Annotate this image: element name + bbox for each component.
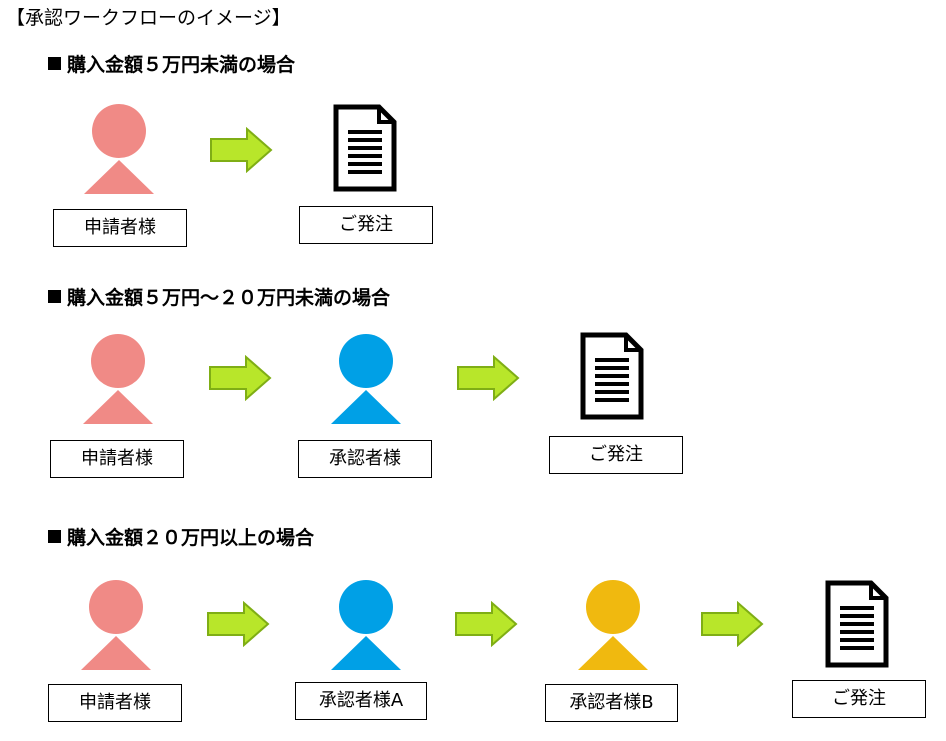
applicant-person-icon [81,580,151,670]
arrow-right-icon [208,355,272,401]
bullet-square-icon [48,57,61,70]
order-label: ご発注 [549,436,683,474]
approver-person-icon [331,334,401,424]
approver-b-label: 承認者様B [545,684,678,722]
document-icon [333,104,397,192]
applicant-person-icon [83,334,153,424]
section-3-heading: 購入金額２０万円以上の場合 [48,525,314,551]
section-1-heading-text: 購入金額５万円未満の場合 [67,54,296,76]
arrow-right-icon [700,601,764,647]
section-2-heading-text: 購入金額５万円～２０万円未満の場合 [67,287,391,309]
applicant-person-icon [84,104,154,194]
bullet-square-icon [48,530,61,543]
arrow-right-icon [454,601,518,647]
order-label: ご発注 [792,680,926,718]
section-3-heading-text: 購入金額２０万円以上の場合 [67,527,315,549]
approver-a-person-icon [331,580,401,670]
arrow-right-icon [209,127,273,173]
workflow-title: 【承認ワークフローのイメージ】 [6,7,291,29]
arrow-right-icon [456,355,520,401]
bullet-square-icon [48,290,61,303]
document-icon [825,580,889,668]
applicant-label: 申請者様 [48,684,182,722]
section-2-heading: 購入金額５万円～２０万円未満の場合 [48,285,390,311]
approver-b-person-icon [578,580,648,670]
order-label: ご発注 [299,206,433,244]
arrow-right-icon [206,601,270,647]
approver-label: 承認者様 [298,440,432,478]
applicant-label: 申請者様 [50,440,184,478]
section-1-heading: 購入金額５万円未満の場合 [48,52,295,78]
approver-a-label: 承認者様A [295,682,427,720]
document-icon [580,332,644,420]
applicant-label: 申請者様 [53,209,187,247]
